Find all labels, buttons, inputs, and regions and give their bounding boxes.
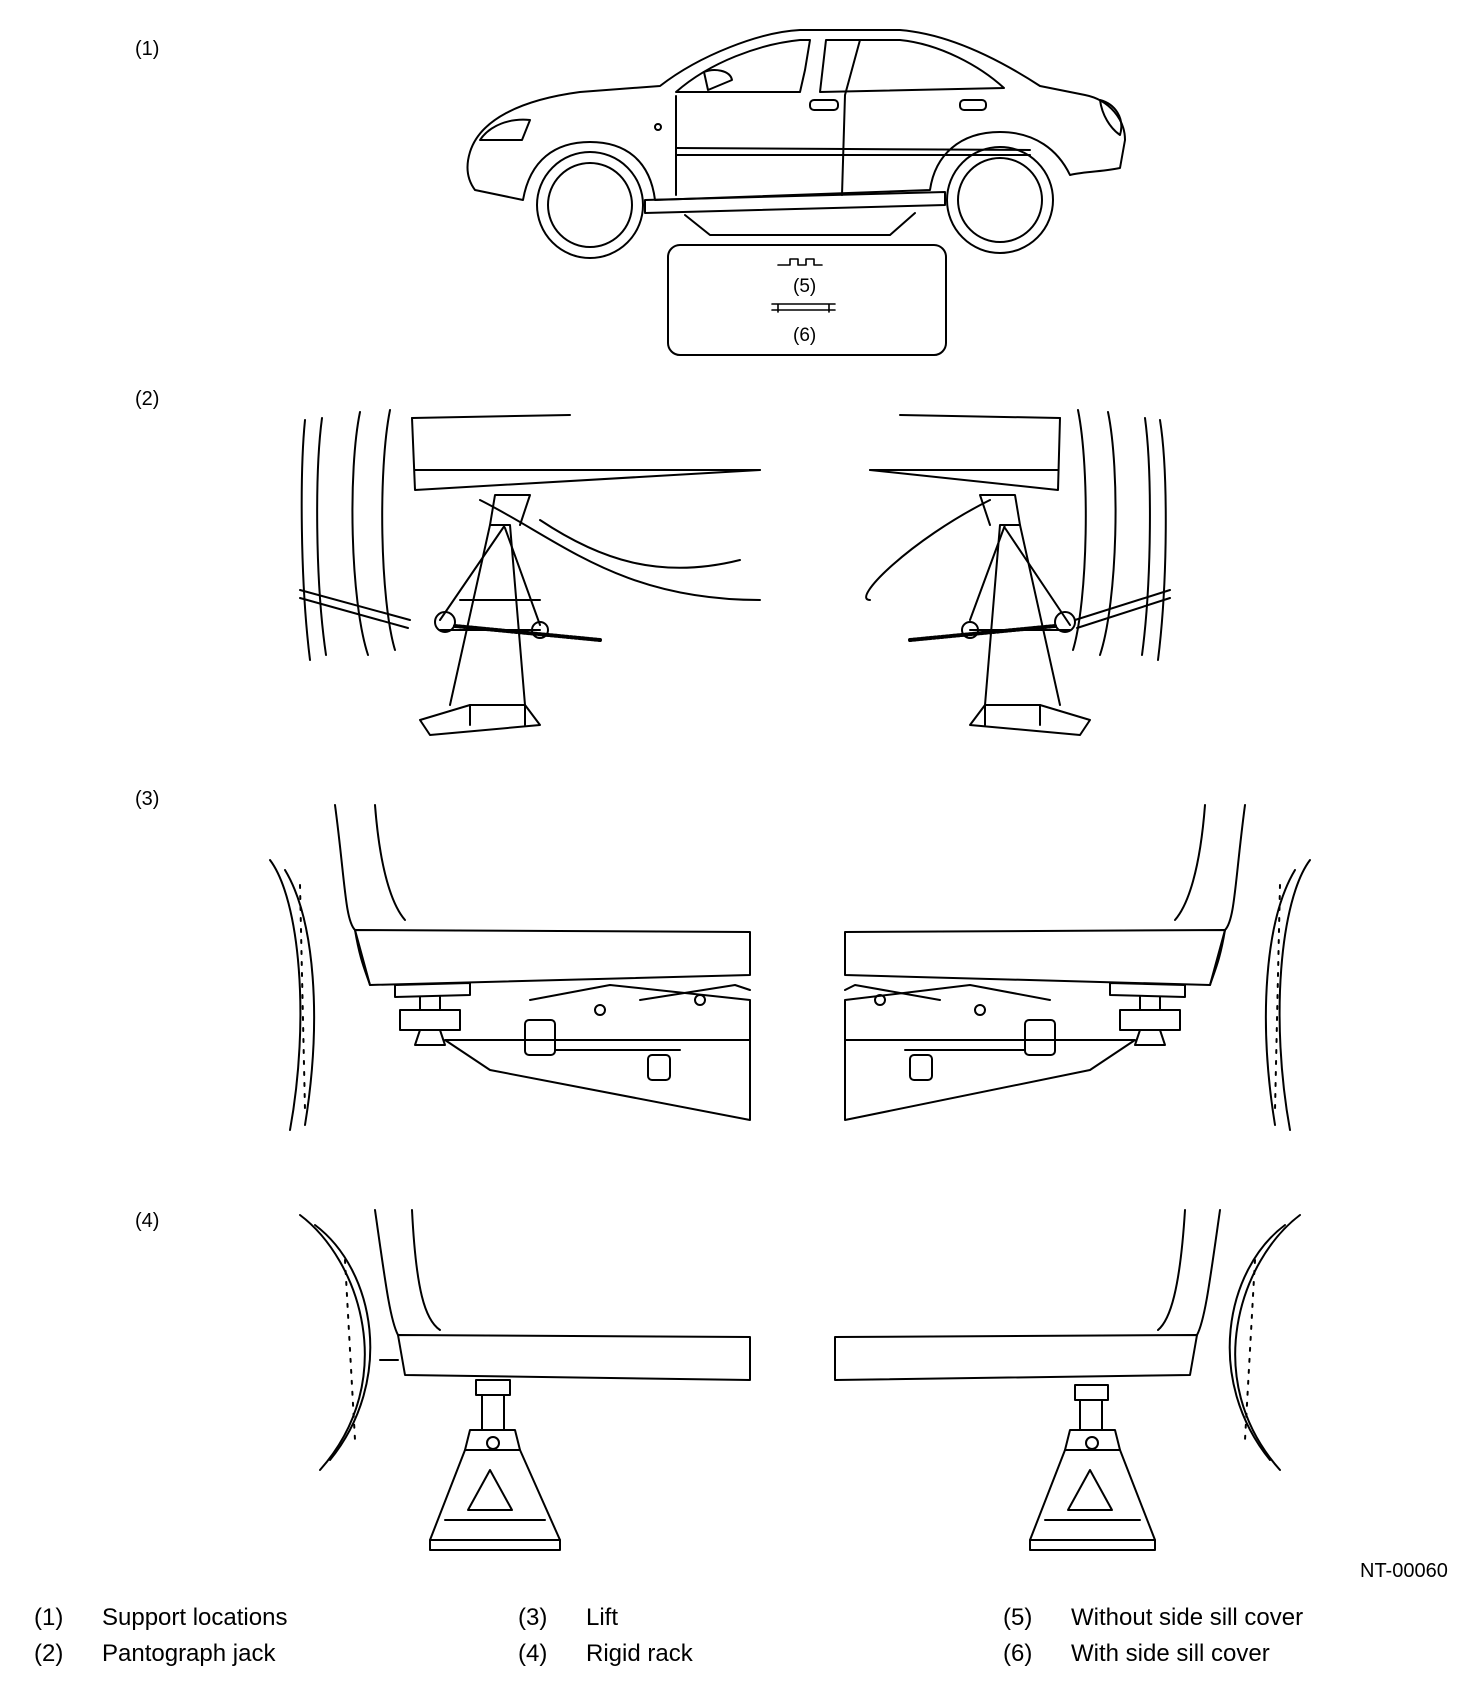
legend-num: (5) bbox=[1003, 1604, 1033, 1631]
callout-without-side-sill-cover: (5) bbox=[793, 276, 816, 297]
car-side-view bbox=[466, 29, 1126, 356]
diagram-canvas: (1) (2) (3) (4) (5) (6) NT-00060 bbox=[135, 29, 1448, 1582]
rigid-rack-right bbox=[834, 1209, 1301, 1551]
lift-left bbox=[269, 804, 751, 1131]
legend: (1)Support locations (2)Pantograph jack … bbox=[0, 1600, 1472, 1690]
pantograph-jack-left bbox=[299, 409, 761, 736]
legend-text: Rigid rack bbox=[586, 1640, 693, 1667]
legend-num: (4) bbox=[518, 1640, 548, 1667]
legend-item-1: (1) Support locations bbox=[34, 1600, 287, 1636]
legend-num: (3) bbox=[518, 1604, 548, 1631]
legend-text: Support locations bbox=[102, 1604, 288, 1631]
rigid-rack-left bbox=[299, 1209, 751, 1551]
legend-item-3: (3) Lift bbox=[518, 1600, 618, 1636]
panel-label-4: (4) bbox=[135, 1210, 159, 1232]
lift-right bbox=[844, 804, 1311, 1131]
legend-text: Lift bbox=[586, 1604, 619, 1631]
pantograph-jack-right bbox=[865, 409, 1171, 736]
panel-label-2: (2) bbox=[135, 388, 159, 410]
callout-with-side-sill-cover: (6) bbox=[793, 325, 816, 346]
legend-item-6: (6) With side sill cover bbox=[1003, 1636, 1270, 1672]
panel-label-1: (1) bbox=[135, 38, 159, 60]
legend-text: With side sill cover bbox=[1071, 1640, 1270, 1667]
figure-id: NT-00060 bbox=[1360, 1560, 1448, 1582]
legend-num: (1) bbox=[34, 1604, 64, 1631]
legend-item-2: (2) Pantograph jack bbox=[34, 1636, 275, 1672]
legend-text: Pantograph jack bbox=[102, 1640, 276, 1667]
legend-item-4: (4) Rigid rack bbox=[518, 1636, 693, 1672]
panel-label-3: (3) bbox=[135, 788, 159, 810]
legend-num: (6) bbox=[1003, 1640, 1033, 1667]
legend-num: (2) bbox=[34, 1640, 64, 1667]
legend-item-5: (5) Without side sill cover bbox=[1003, 1600, 1303, 1636]
legend-text: Without side sill cover bbox=[1071, 1604, 1304, 1631]
callout-box bbox=[667, 244, 947, 356]
